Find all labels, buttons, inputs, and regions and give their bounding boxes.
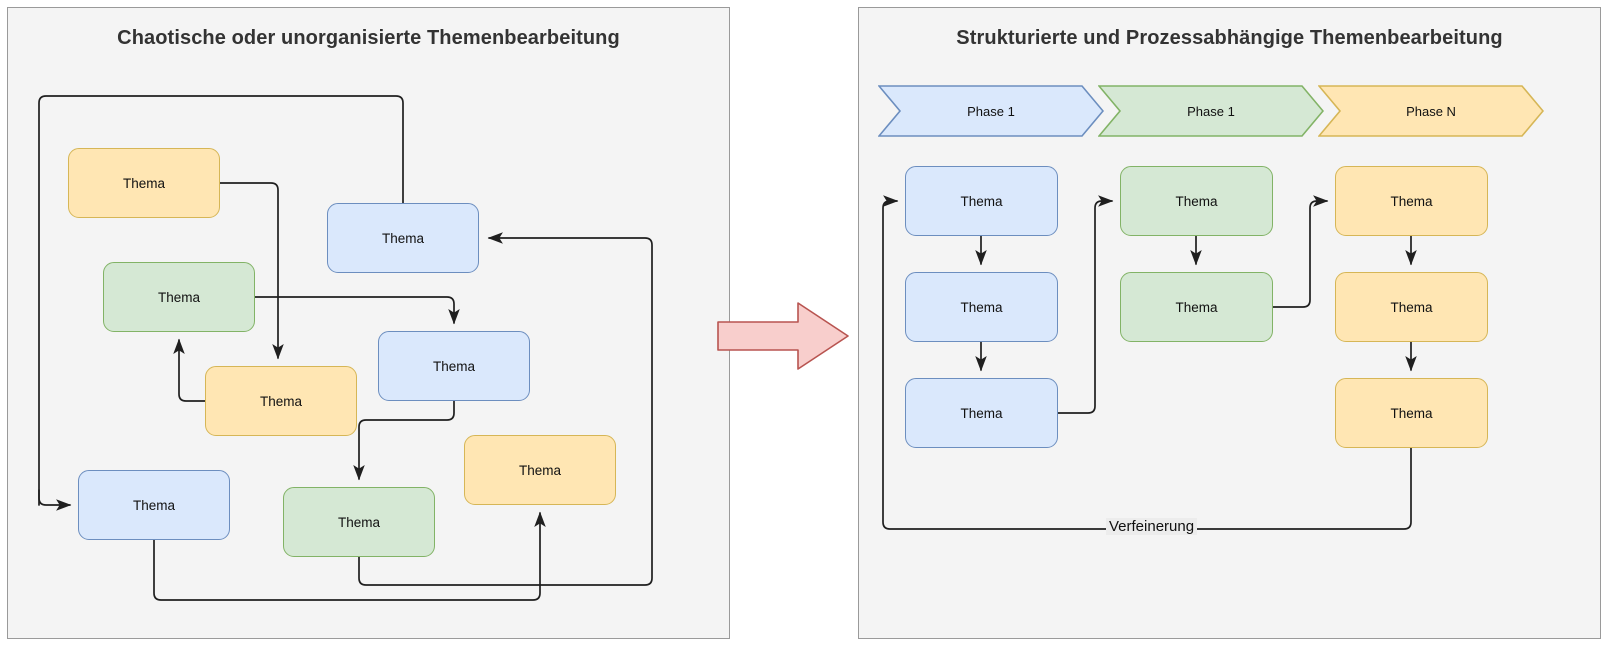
list-item[interactable]: Thema — [68, 148, 220, 218]
node-label: Thema — [122, 175, 166, 191]
list-item[interactable]: Thema — [205, 366, 357, 436]
page-title-right: Strukturierte und Prozessabhängige Theme… — [956, 27, 1503, 49]
node-label: Thema — [432, 358, 476, 374]
phase-label: Phase N — [1406, 103, 1456, 119]
list-item[interactable]: Thema — [103, 262, 255, 332]
node-label: Thema — [960, 405, 1003, 421]
list-item[interactable]: Thema — [327, 203, 479, 273]
list-item[interactable]: Thema — [1120, 166, 1273, 236]
phase-label: Phase 1 — [1187, 103, 1235, 119]
node-label: Thema — [1390, 299, 1433, 315]
chevron-shape — [1318, 85, 1544, 137]
node-label: Thema — [960, 193, 1003, 209]
node-label: Thema — [132, 497, 176, 513]
phase-label: Phase 1 — [967, 103, 1015, 119]
node-label: Thema — [518, 462, 562, 478]
node-label: Thema — [157, 289, 201, 305]
list-item[interactable]: Thema — [905, 166, 1058, 236]
node-label: Thema — [960, 299, 1003, 315]
node-label: Thema — [1175, 299, 1218, 315]
node-label: Thema — [1175, 193, 1218, 209]
node-label: Thema — [337, 514, 381, 530]
transition-arrow — [717, 302, 849, 370]
chevron-shape — [1098, 85, 1324, 137]
node-label: Thema — [1390, 405, 1433, 421]
list-item[interactable]: Thema — [905, 378, 1058, 448]
phase-chevron-3[interactable]: Phase N — [1318, 85, 1544, 137]
node-label: Thema — [259, 393, 303, 409]
list-item[interactable]: Thema — [905, 272, 1058, 342]
list-item[interactable]: Thema — [1335, 272, 1488, 342]
list-item[interactable]: Thema — [378, 331, 530, 401]
list-item[interactable]: Thema — [1120, 272, 1273, 342]
chevron-shape — [878, 85, 1104, 137]
list-item[interactable]: Thema — [1335, 166, 1488, 236]
node-label: Thema — [381, 230, 425, 246]
list-item[interactable]: Thema — [1335, 378, 1488, 448]
edge-label-verfeinerung: Verfeinerung — [1106, 518, 1198, 535]
phase-chevron-2[interactable]: Phase 1 — [1098, 85, 1324, 137]
page-title-left: Chaotische oder unorganisierte Themenbea… — [117, 27, 620, 49]
list-item[interactable]: Thema — [283, 487, 435, 557]
list-item[interactable]: Thema — [464, 435, 616, 505]
phase-chevron-1[interactable]: Phase 1 — [878, 85, 1104, 137]
list-item[interactable]: Thema — [78, 470, 230, 540]
node-label: Thema — [1390, 193, 1433, 209]
